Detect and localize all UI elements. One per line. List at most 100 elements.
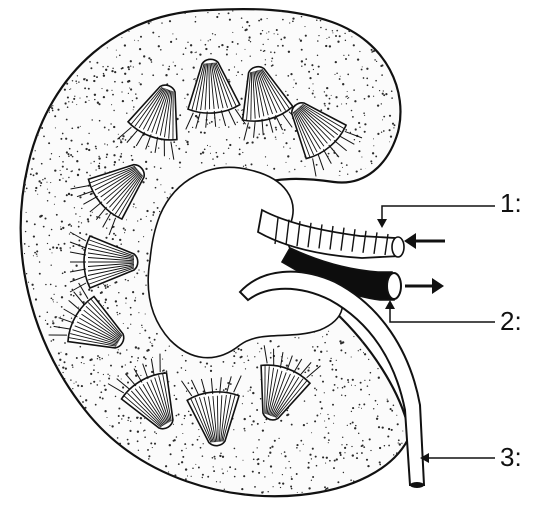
stipple-dot [145,285,146,286]
stipple-dot [41,30,43,32]
stipple-dot [109,219,111,221]
stipple-dot [91,453,93,455]
stipple-dot [64,342,66,344]
stipple-dot [89,175,90,176]
stipple-dot [182,355,183,356]
stipple-dot [379,447,381,449]
stipple-dot [81,362,82,363]
stipple-dot [52,339,54,341]
stipple-dot [143,236,144,237]
stipple-dot [404,117,405,118]
stipple-dot [187,475,188,476]
stipple-dot [336,30,338,32]
stipple-dot [406,485,407,486]
stipple-dot [304,371,306,373]
stipple-dot [60,317,61,318]
stipple-dot [229,144,231,146]
stipple-dot [50,326,51,327]
stipple-dot [78,226,80,228]
stipple-dot [301,65,302,66]
stipple-dot [62,43,64,45]
stipple-dot [66,119,68,121]
stipple-dot [294,337,295,338]
stipple-dot [101,451,102,452]
stipple-dot [318,359,320,361]
stipple-dot [142,327,143,328]
stipple-dot [244,418,246,420]
stipple-dot [68,449,69,450]
stipple-dot [137,357,139,359]
stipple-dot [78,20,79,21]
stipple-dot [361,69,363,71]
stipple-dot [24,330,26,332]
stipple-dot [61,296,63,298]
stipple-dot [69,247,70,248]
stipple-dot [179,114,181,116]
stipple-dot [132,100,133,101]
stipple-dot [95,146,97,148]
stipple-dot [137,431,139,433]
stipple-dot [153,202,154,203]
stipple-dot [361,156,362,157]
stipple-dot [176,145,177,146]
stipple-dot [95,475,97,477]
stipple-dot [130,60,132,62]
stipple-dot [368,262,369,263]
stipple-dot [34,223,36,225]
stipple-dot [412,43,414,45]
stipple-dot [107,374,108,375]
stipple-dot [359,141,360,142]
stipple-dot [362,440,364,442]
stipple-dot [277,34,278,35]
stipple-dot [364,115,365,116]
stipple-dot [22,98,23,99]
stipple-dot [359,51,360,52]
stipple-dot [347,497,349,499]
stipple-dot [316,389,317,390]
stipple-dot [311,432,312,433]
stipple-dot [74,186,75,187]
stipple-dot [44,178,46,180]
stipple-dot [107,47,108,48]
stipple-dot [366,333,368,335]
stipple-dot [119,492,121,494]
stipple-dot [86,425,87,426]
stipple-dot [120,243,122,245]
stipple-dot [185,468,187,470]
stipple-dot [31,457,33,459]
stipple-dot [89,447,90,448]
stipple-dot [383,116,385,118]
stipple-dot [374,59,376,61]
stipple-dot [56,38,58,40]
stipple-dot [237,71,239,73]
stipple-dot [104,389,106,391]
stipple-dot [173,496,175,498]
stipple-dot [36,466,38,468]
stipple-dot [325,29,326,30]
stipple-dot [103,73,104,74]
stipple-dot [117,146,118,147]
stipple-dot [128,31,129,32]
stipple-dot [396,168,398,170]
stipple-dot [246,167,247,168]
stipple-dot [361,452,363,454]
stipple-dot [332,32,333,33]
stipple-dot [62,161,64,163]
stipple-dot [56,70,58,72]
stipple-dot [366,78,368,80]
stipple-dot [146,9,148,11]
stipple-dot [24,163,25,164]
stipple-dot [351,36,352,37]
stipple-dot [41,41,43,43]
stipple-dot [360,382,362,384]
stipple-dot [66,394,67,395]
stipple-dot [192,468,194,470]
stipple-dot [249,25,251,27]
stipple-dot [400,147,402,149]
stipple-dot [99,396,101,398]
stipple-dot [343,457,345,459]
stipple-dot [326,488,328,490]
stipple-dot [280,420,282,422]
stipple-dot [313,69,314,70]
stipple-dot [312,448,314,450]
